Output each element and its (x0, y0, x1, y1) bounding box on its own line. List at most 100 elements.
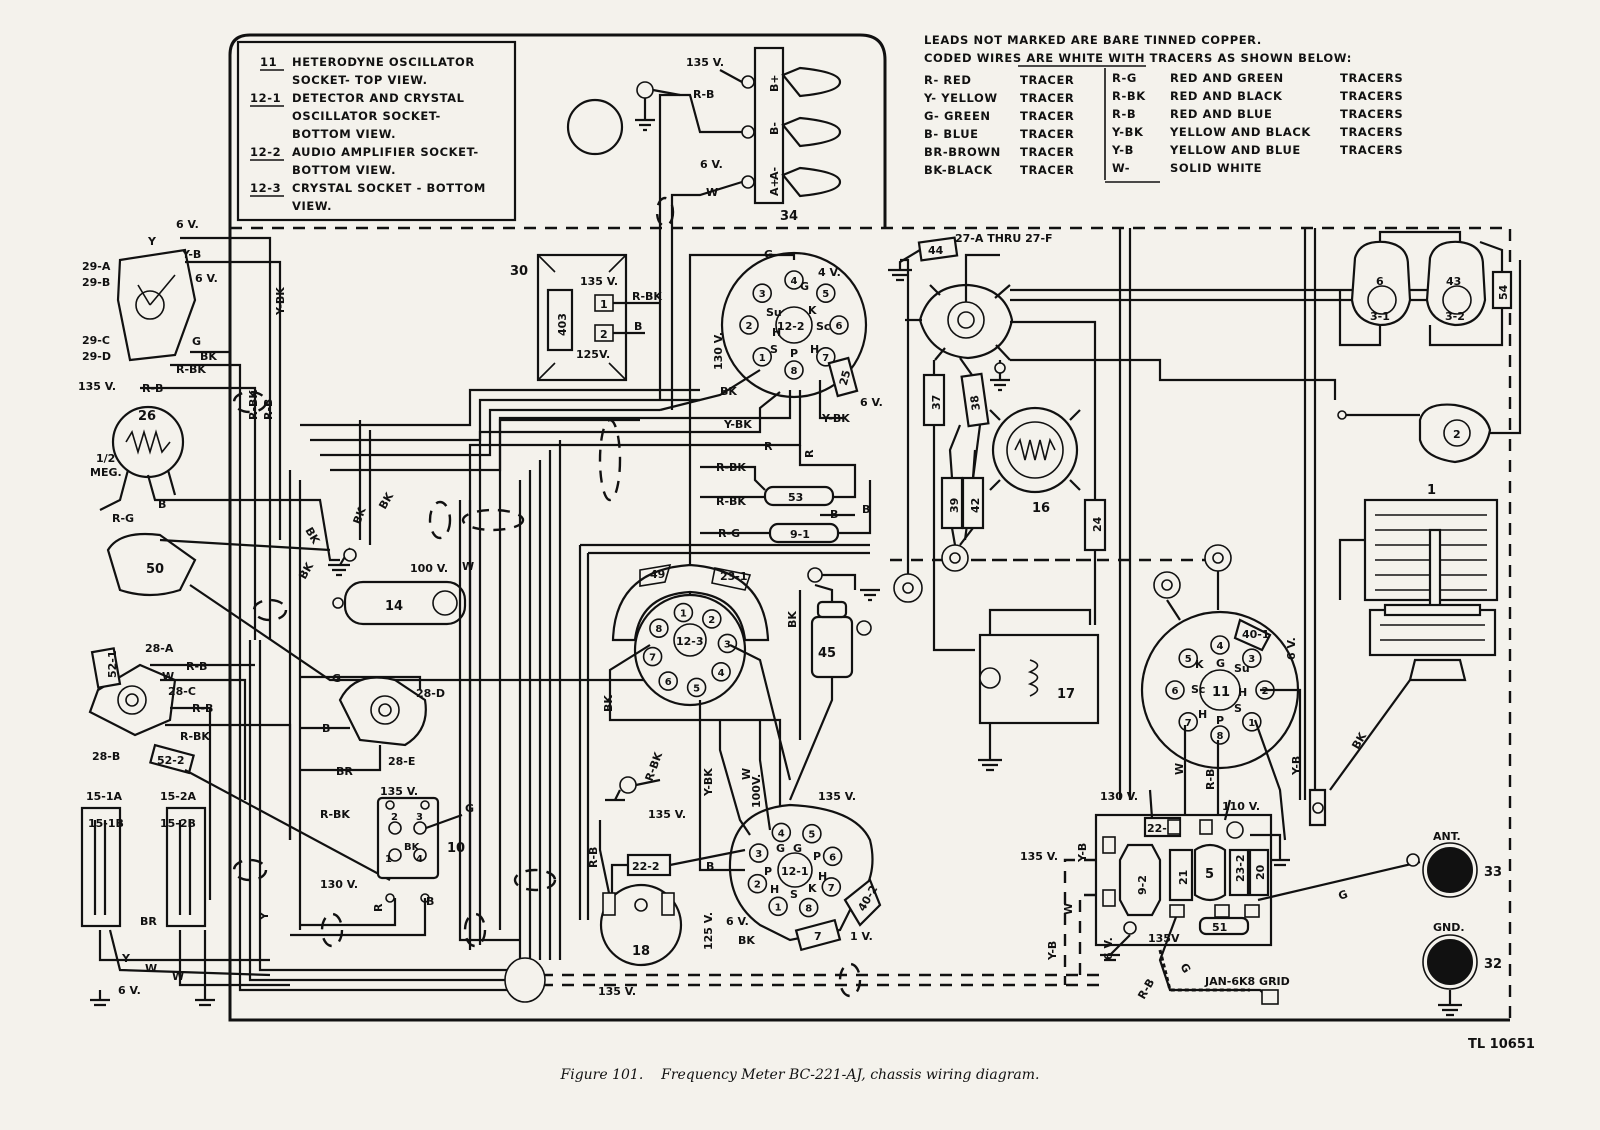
svg-text:G: G (1216, 657, 1225, 670)
label-29d: 29-D (82, 350, 111, 363)
legend-text-12-3-b: VIEW. (292, 199, 332, 213)
label-30-b: B (634, 320, 642, 333)
label-22-2: 22-2 (632, 860, 660, 873)
label-53: 53 (788, 491, 803, 504)
label-harness-rb: R-B (262, 399, 275, 420)
label-b-minus: B- (768, 122, 781, 135)
resistor-22-2: 22-2 (610, 848, 746, 900)
label-30: 30 (510, 264, 528, 279)
svg-text:H: H (818, 870, 827, 883)
socket-pin-number: 1 (680, 609, 687, 620)
label-10-135v: 135 V. (380, 785, 418, 798)
label-9-1-b2: B (862, 503, 870, 516)
label-28d-g: G (332, 672, 341, 685)
label-30-135v: 135 V. (580, 275, 618, 288)
label-12-1-b: B (706, 860, 714, 873)
potentiometer-26: 26 1/2 MEG. R-G B (90, 405, 300, 525)
svg-text:S: S (1234, 702, 1242, 715)
legend-id-12-1: 12-1 (250, 91, 281, 105)
note-right-code: Y-B (1111, 143, 1134, 157)
label-29a: 29-A (82, 260, 111, 273)
svg-text:P: P (813, 850, 821, 863)
label-23-2: 23-2 (1234, 854, 1247, 882)
label-30-rbk: R-BK (632, 290, 662, 303)
label-29-g: G (192, 335, 201, 348)
label-9-2: 9-2 (1136, 875, 1149, 895)
label-45: 45 (818, 646, 836, 661)
label-harness-bk1: BK (302, 525, 322, 547)
notes-line-2: CODED WIRES ARE WHITE WITH TRACERS AS SH… (924, 51, 1352, 65)
note-right-code: R-G (1112, 71, 1137, 85)
label-39: 39 (948, 498, 961, 513)
label-26-rg: R-G (112, 512, 134, 525)
sub-board: 22-1 9-2 21 5 23-2 20 51 130 V. 110 V. 1… (1020, 789, 1421, 1005)
resistor-24: 24 (1083, 498, 1107, 625)
label-43: 43 (1446, 275, 1461, 288)
capacitor-2: 2 (1337, 260, 1522, 464)
label-harness-bk3: BK (376, 490, 396, 512)
socket-pin-number: 3 (724, 639, 731, 650)
resistor-54: 54 (1338, 230, 1513, 347)
label-1-bk: BK (1349, 730, 1369, 752)
label-15-y: Y (121, 952, 131, 965)
resistor-9-1: 9-1 R-G B B (700, 480, 872, 544)
label-15-2b: 15-2B (160, 817, 196, 830)
label-12-1-1v: 1 V. (850, 930, 873, 943)
label-52-2: 52-2 (157, 754, 185, 767)
svg-text:G: G (793, 842, 802, 855)
label-5: 5 (1205, 867, 1214, 882)
socket-pin (747, 873, 768, 894)
label-board-g: G (1177, 961, 1193, 975)
label-board-135v: 135 V. (1020, 850, 1058, 863)
label-10-rbk: R-BK (320, 808, 350, 821)
relay-17: 17 (978, 608, 1100, 772)
note-right-code: W- (1112, 161, 1130, 175)
label-34-6v: 6 V. (700, 158, 723, 171)
label-a-plus: A+ (768, 178, 781, 196)
label-2: 2 (1453, 428, 1461, 441)
resistor-37: 37 (922, 360, 975, 652)
label-34: 34 (780, 209, 798, 224)
label-51: 51 (1212, 921, 1227, 934)
note-left-code: R- RED (924, 73, 972, 87)
capacitor-6: 6 3-1 (1350, 240, 1412, 327)
label-board-110v: 110 V. (1222, 800, 1260, 813)
note-right-code: R-B (1112, 107, 1136, 121)
label-42: 42 (969, 498, 982, 513)
socket-pin (701, 609, 722, 629)
label-52-1: 52-1 (106, 650, 119, 678)
notes-line-1: LEADS NOT MARKED ARE BARE TINNED COPPER. (924, 33, 1262, 47)
label-9-1: 9-1 (790, 528, 810, 541)
socket-pin (815, 283, 836, 304)
svg-text:H: H (810, 343, 819, 356)
label-14: 14 (385, 599, 403, 614)
socket-pin-number: 1 (775, 902, 782, 913)
socket-pin (748, 843, 769, 863)
label-3-2: 3-2 (1445, 310, 1465, 323)
socket-pin (821, 877, 842, 897)
wire-color-notes: LEADS NOT MARKED ARE BARE TINNED COPPER.… (923, 33, 1403, 183)
socket-pin-number: 2 (708, 615, 715, 626)
socket-pin (739, 315, 759, 335)
capacitor-45: 45 BK (786, 567, 880, 801)
label-40-1: 40-1 (1242, 628, 1270, 641)
note-right-kind: TRACERS (1340, 143, 1403, 157)
socket-pin-number: 6 (665, 677, 672, 688)
socket-pin (798, 897, 819, 918)
svg-text:Su: Su (1234, 662, 1250, 675)
socket-pin-number: 8 (805, 904, 812, 915)
label-jan-grid: JAN-6K8 GRID (1204, 975, 1290, 988)
figure-number: Figure 101. (560, 1067, 644, 1083)
note-left-code: BR-BROWN (924, 145, 1001, 159)
label-50: 50 (146, 562, 164, 577)
label-12-2-r: R (764, 440, 773, 453)
socket-pin (649, 618, 669, 639)
label-9-1-b: B (830, 508, 838, 521)
socket-pin (771, 822, 792, 843)
svg-text:S: S (770, 343, 778, 356)
label-12-1-125v: 125 V. (702, 912, 715, 950)
socket-pin-number: 7 (828, 883, 835, 894)
label-harness-bk2: BK (351, 505, 369, 526)
